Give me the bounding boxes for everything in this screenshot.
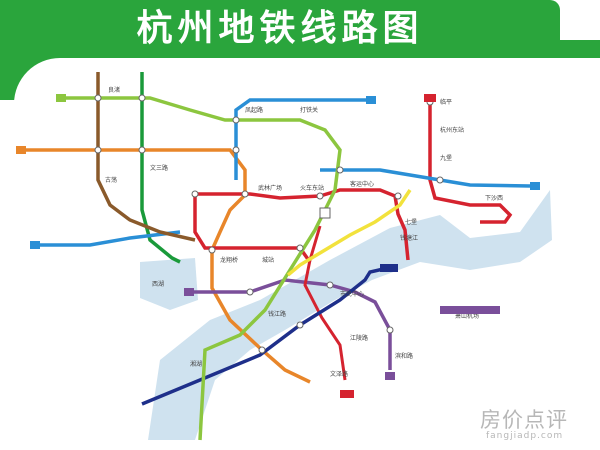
- line-badge: [56, 94, 66, 102]
- line-badge: [366, 96, 376, 104]
- watermark: 房价点评 fangjiadp.com: [480, 404, 598, 448]
- line-badge: [530, 182, 540, 190]
- station-node: [394, 192, 402, 200]
- station-node: [94, 146, 102, 154]
- station-label: 武林广场: [258, 184, 282, 192]
- line-badge: [340, 390, 354, 398]
- line-8-west: [35, 230, 181, 247]
- qiantang-river: [148, 190, 552, 440]
- station-label: 龙翔桥: [220, 256, 238, 264]
- station-node: [326, 281, 334, 289]
- line-badge: [184, 288, 194, 296]
- station-label: 火车东站: [300, 184, 324, 192]
- station-node: [138, 94, 146, 102]
- line-8-east: [320, 168, 531, 188]
- line-badge: [30, 241, 40, 249]
- terminal-badges: [16, 94, 540, 398]
- station-node: [296, 321, 304, 329]
- station-label: 滨和路: [395, 352, 413, 360]
- station-node: [436, 176, 444, 184]
- line-9: [96, 72, 196, 242]
- line-3: [195, 188, 410, 261]
- line-4: [140, 72, 181, 264]
- page-title: 杭州地铁线路图: [136, 8, 424, 49]
- station-label: 九堡: [440, 154, 452, 162]
- station-node: [316, 192, 324, 200]
- line-16: [286, 189, 412, 277]
- station-label: 市民中心: [340, 290, 364, 298]
- line-8: [234, 98, 368, 180]
- station-label: 文三路: [150, 164, 168, 172]
- line-badge: [424, 94, 436, 102]
- transfer-icon: [319, 207, 331, 219]
- station-label: 下沙西: [485, 195, 503, 202]
- station-label: 良渚: [108, 86, 120, 94]
- line-1: [428, 98, 513, 224]
- station-label: 打铁关: [300, 106, 318, 114]
- station-label: 江陵路: [350, 334, 368, 342]
- line-badge: [385, 372, 395, 380]
- station-label: 凤起路: [245, 106, 263, 114]
- line-5: [190, 278, 392, 370]
- station-node: [296, 244, 304, 252]
- station-label: 文泽路: [330, 370, 348, 378]
- watermark-name: 房价点评: [480, 408, 568, 432]
- station-label: 城站: [262, 256, 274, 264]
- station-node: [386, 326, 394, 334]
- station-node: [94, 94, 102, 102]
- station-node: [138, 146, 146, 154]
- station-label: 杭州东站: [440, 126, 464, 134]
- line-6: [303, 225, 347, 381]
- station-label: 钱江路: [268, 310, 286, 318]
- line-badge: [380, 264, 398, 272]
- station-label: 客运中心: [350, 180, 374, 188]
- station-nodes: [94, 94, 444, 354]
- line-7: [141, 266, 389, 406]
- station-label: 七堡: [405, 218, 417, 226]
- station-node: [208, 246, 216, 254]
- station-label: 萧山机场: [455, 312, 479, 320]
- line-badge: [16, 146, 26, 154]
- station-label: 临平: [440, 98, 452, 106]
- station-node: [336, 166, 344, 174]
- station-node: [232, 116, 240, 124]
- line-badge: [440, 306, 500, 314]
- station-label: 西湖: [152, 280, 164, 288]
- station-label: 钱塘江: [400, 234, 418, 242]
- watermark-url: fangjiadp.com: [486, 431, 564, 441]
- station-node: [246, 288, 254, 296]
- west-lake: [140, 258, 198, 310]
- station-node: [258, 346, 266, 354]
- station-node: [241, 190, 249, 198]
- header-banner: 杭州地铁线路图: [0, 0, 560, 58]
- station-label: 古荡: [105, 176, 117, 184]
- station-node: [232, 146, 240, 154]
- station-label: 湘湖: [190, 360, 202, 368]
- station-node: [191, 190, 199, 198]
